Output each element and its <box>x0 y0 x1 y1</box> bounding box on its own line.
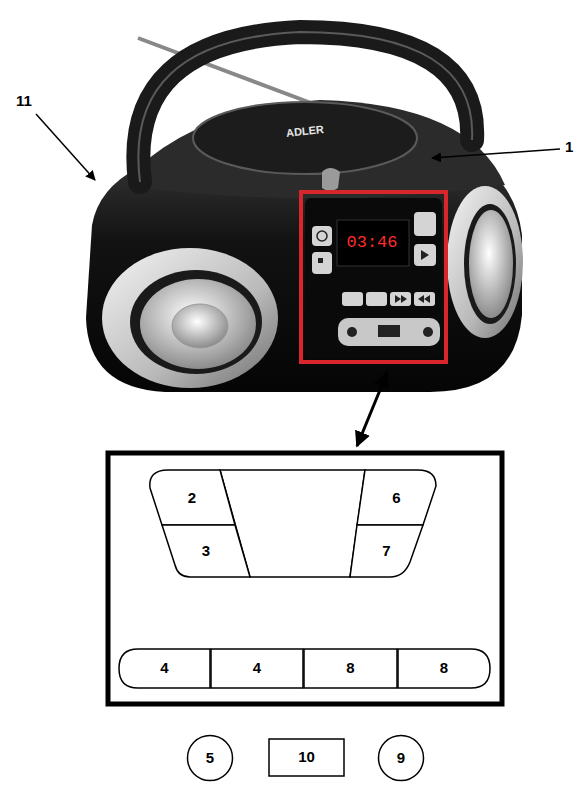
callout-circle: 9 <box>377 734 425 782</box>
panel-schematic-frame <box>108 453 502 704</box>
speaker-rim <box>102 248 278 388</box>
audio-jack <box>423 327 433 337</box>
highlight-frame <box>301 192 446 362</box>
play-icon <box>421 250 429 260</box>
shape-outline <box>304 649 397 688</box>
callout-number: 10 <box>298 749 315 766</box>
button-shape: 2 <box>148 470 236 526</box>
button-shape: 8 <box>397 648 491 689</box>
panel-button <box>312 252 332 274</box>
callout-number: 8 <box>346 660 354 677</box>
handle-highlight <box>138 32 472 182</box>
usb-port <box>378 325 400 337</box>
button-shape: 3 <box>160 525 252 578</box>
button-shape: 6 <box>355 470 438 526</box>
double-arrow <box>357 373 387 446</box>
audio-jack <box>347 327 357 337</box>
speaker-cone <box>469 210 513 318</box>
port-strip <box>338 318 440 346</box>
callout-number: 11 <box>16 93 32 110</box>
speaker-ring <box>130 270 262 374</box>
callout-number: 5 <box>206 750 214 767</box>
stop-icon <box>318 258 323 263</box>
panel-button <box>414 292 435 306</box>
speaker-cap <box>172 304 228 348</box>
callout-number: 7 <box>382 543 390 560</box>
panel-button <box>390 292 411 306</box>
callout-number: 3 <box>202 543 210 560</box>
display-readout: 03:46 <box>346 234 397 253</box>
skip-icon <box>418 295 430 303</box>
shape-outline <box>150 470 235 525</box>
panel-button <box>414 244 436 266</box>
shape-outline <box>211 649 303 688</box>
panel-button <box>414 212 436 236</box>
callout-number: 4 <box>160 660 168 677</box>
shape-outline <box>119 649 210 688</box>
callout-number: 8 <box>440 660 448 677</box>
callout-circle: 5 <box>186 734 234 782</box>
speaker-rim <box>447 186 523 338</box>
shape-outline <box>162 525 250 577</box>
carry-handle <box>138 32 472 182</box>
power-icon <box>317 231 327 241</box>
button-shape: 4 <box>118 648 211 689</box>
callout-number: 2 <box>188 490 196 507</box>
top-surface <box>120 100 505 199</box>
shape-outline <box>398 649 490 688</box>
shape-outline <box>269 739 344 776</box>
control-panel <box>305 198 442 358</box>
button-shape: 4 <box>210 648 304 689</box>
leader-line <box>432 149 560 158</box>
skip-icon <box>395 295 407 303</box>
leader-line <box>36 114 95 180</box>
callout-number: 9 <box>397 750 405 767</box>
circle-outline <box>379 736 424 781</box>
button-shape: 8 <box>303 648 398 689</box>
callout-number: 6 <box>392 490 400 507</box>
speaker-cone <box>140 279 256 369</box>
button-shape: 7 <box>348 525 425 578</box>
panel-button <box>312 226 332 246</box>
lid-latch <box>322 168 340 191</box>
cd-lid <box>193 102 417 174</box>
speaker-ring <box>464 204 516 324</box>
shape-outline <box>357 470 436 525</box>
panel-button <box>342 292 363 306</box>
callout-number: 4 <box>253 660 261 677</box>
display-window <box>337 220 409 266</box>
callout-number: 1 <box>565 139 573 156</box>
panel-button <box>366 292 387 306</box>
circle-outline <box>188 736 233 781</box>
button-shape: 10 <box>268 738 345 777</box>
shape-outline <box>350 525 423 577</box>
